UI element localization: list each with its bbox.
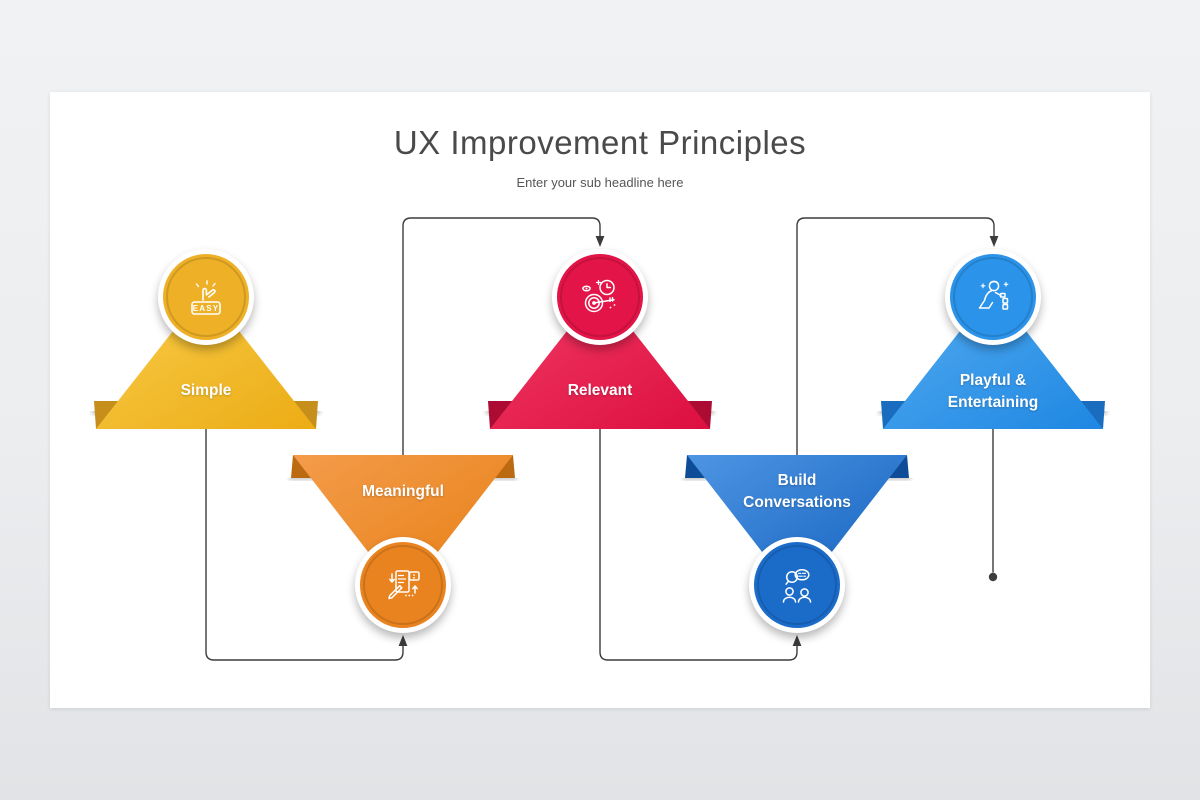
- triangle-shape: [480, 289, 720, 429]
- easy-hand-snap-icon: EASY: [191, 280, 221, 315]
- build-conversations-badge: [749, 537, 845, 633]
- principle-simple: EASY Simple: [86, 249, 326, 454]
- principle-playful-entertaining: Playful & Entertaining: [873, 249, 1113, 454]
- meaningful-badge: [355, 537, 451, 633]
- principle-build-conversations: Build Conversations: [677, 447, 917, 652]
- playful-badge: [945, 249, 1041, 345]
- triangle-shape: [283, 455, 523, 597]
- principle-relevant: Relevant: [480, 249, 720, 454]
- target-dart-clock-icon: [582, 279, 616, 313]
- easy-badge: EASY: [158, 249, 254, 345]
- child-playing-blocks-icon: [978, 280, 1009, 310]
- principle-label: Meaningful: [362, 483, 444, 500]
- slide-subtitle: Enter your sub headline here: [516, 175, 684, 190]
- annotated-checklist-icon: [388, 570, 420, 600]
- svg-text:EASY: EASY: [193, 304, 220, 313]
- principle-label: Relevant: [567, 382, 633, 399]
- principle-label: Simple: [180, 382, 232, 399]
- triangle-shape: [677, 455, 917, 597]
- page-title: UX Improvement Principles: [393, 124, 807, 161]
- people-conversation-icon: [782, 569, 812, 603]
- triangle-shape: [86, 289, 326, 429]
- relevant-badge: [552, 249, 648, 345]
- principle-label: Build Conversations: [743, 472, 851, 511]
- triangle-shape: [873, 289, 1113, 429]
- principle-meaningful: Meaningful: [283, 447, 523, 652]
- principle-label: Playful & Entertaining: [947, 372, 1039, 411]
